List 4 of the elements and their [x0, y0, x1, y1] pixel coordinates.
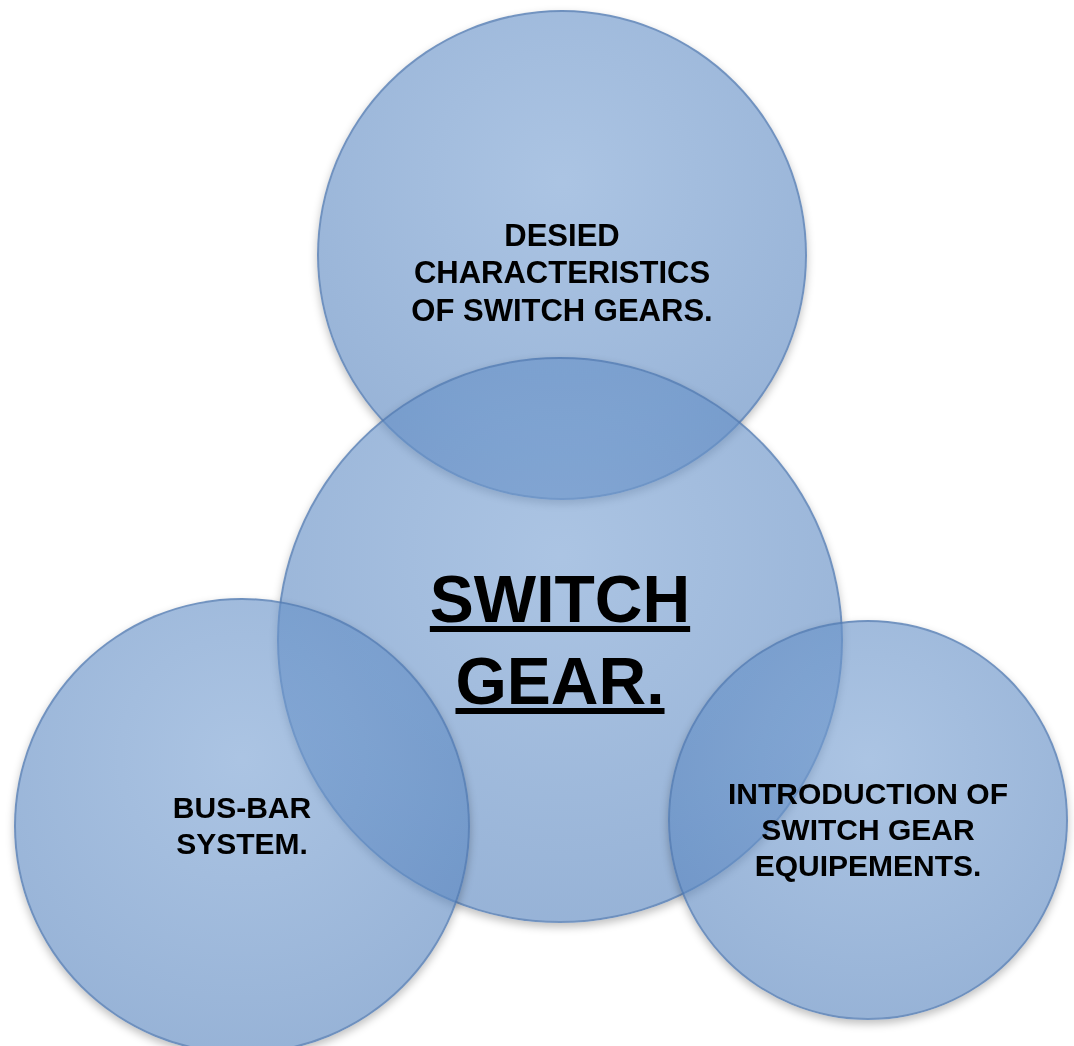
topic-label: INTRODUCTION OF SWITCH GEAR EQUIPEMENTS.: [727, 776, 1009, 884]
topic-label: BUS-BAR SYSTEM.: [171, 790, 313, 862]
topic-label: DESIED CHARACTERISTICS OF SWITCH GEARS.: [410, 217, 714, 329]
main-title: SWITCH GEAR.: [428, 560, 692, 720]
